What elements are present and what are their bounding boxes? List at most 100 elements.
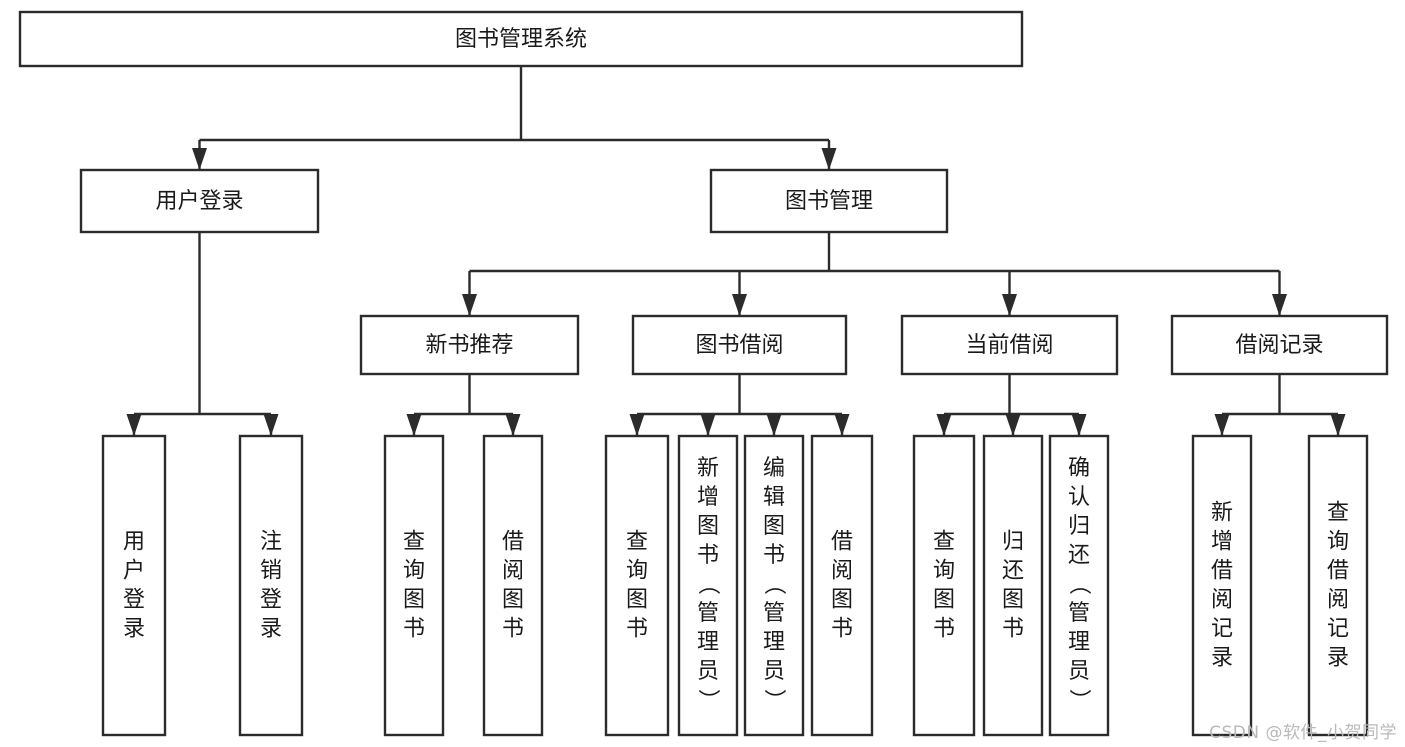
node-leaf-query-borrow-record-box[interactable] xyxy=(1307,434,1369,737)
svg-text:户: 户 xyxy=(123,558,145,583)
svg-text:注: 注 xyxy=(260,529,282,554)
arrow-head-icon xyxy=(406,414,422,436)
node-leaf-edit-book-admin-box[interactable] xyxy=(743,434,805,737)
arrow-head-icon xyxy=(732,294,747,316)
node-book-borrow-box[interactable] xyxy=(631,314,848,376)
node-current-borrow-label: 当前借阅 xyxy=(965,333,1053,358)
svg-text:）: ） xyxy=(695,689,720,711)
svg-text:图: 图 xyxy=(763,514,785,539)
node-leaf-logout-box[interactable] xyxy=(238,434,304,737)
svg-text:借: 借 xyxy=(831,529,853,554)
arrow-head-icon xyxy=(505,414,521,436)
node-root-box[interactable] xyxy=(18,10,1024,68)
node-leaf-query-book-1-box[interactable] xyxy=(383,434,445,737)
watermark-label: CSDN @软件_小贺同学 xyxy=(1209,723,1397,743)
svg-text:询: 询 xyxy=(403,558,425,583)
svg-text:书: 书 xyxy=(626,616,648,641)
svg-text:确: 确 xyxy=(1068,456,1090,481)
svg-text:认: 认 xyxy=(1068,485,1090,510)
arrow-head-icon xyxy=(1002,294,1017,316)
svg-text:录: 录 xyxy=(1211,645,1233,670)
svg-text:书: 书 xyxy=(403,616,425,641)
svg-text:图: 图 xyxy=(1002,587,1024,612)
svg-text:书: 书 xyxy=(1002,616,1024,641)
svg-text:员: 员 xyxy=(763,659,785,684)
svg-text:理: 理 xyxy=(1068,630,1090,655)
node-user-login-box[interactable] xyxy=(79,168,320,234)
svg-text:查: 查 xyxy=(1327,500,1349,525)
svg-text:管: 管 xyxy=(1068,601,1090,626)
nodes-layer: 图书管理系统用户登录图书管理新书推荐图书借阅当前借阅借阅记录用户登录注销登录查询… xyxy=(18,10,1389,737)
svg-text:记: 记 xyxy=(1211,616,1233,641)
svg-text:借: 借 xyxy=(502,529,524,554)
arrow-head-icon xyxy=(936,414,952,436)
node-borrow-record-label: 借阅记录 xyxy=(1235,333,1323,358)
svg-text:登: 登 xyxy=(260,587,282,612)
node-leaf-confirm-return-admin-box[interactable] xyxy=(1048,434,1110,737)
svg-text:理: 理 xyxy=(697,630,719,655)
svg-text:）: ） xyxy=(761,689,786,711)
svg-text:借: 借 xyxy=(1327,558,1349,583)
svg-text:阅: 阅 xyxy=(831,558,853,583)
svg-text:管: 管 xyxy=(763,601,785,626)
node-book-manage-box[interactable] xyxy=(709,168,949,234)
edges-layer xyxy=(126,66,1346,436)
node-leaf-query-book-3-box[interactable] xyxy=(912,434,976,737)
svg-text:（: （ xyxy=(695,573,720,595)
svg-text:理: 理 xyxy=(763,630,785,655)
node-user-login-label: 用户登录 xyxy=(155,189,243,214)
svg-text:询: 询 xyxy=(626,558,648,583)
arrow-head-icon xyxy=(766,414,782,436)
node-borrow-record-box[interactable] xyxy=(1170,314,1389,376)
svg-text:新: 新 xyxy=(697,456,719,481)
node-leaf-borrow-book-2-box[interactable] xyxy=(810,434,874,737)
svg-text:阅: 阅 xyxy=(1211,587,1233,612)
svg-text:图: 图 xyxy=(502,587,524,612)
node-leaf-add-book-admin-box[interactable] xyxy=(677,434,739,737)
svg-text:还: 还 xyxy=(1002,558,1024,583)
arrow-head-icon xyxy=(821,148,837,170)
svg-text:登: 登 xyxy=(123,587,145,612)
svg-text:新: 新 xyxy=(1211,500,1233,525)
svg-text:图: 图 xyxy=(933,587,955,612)
arrow-head-icon xyxy=(834,414,850,436)
node-leaf-return-book-box[interactable] xyxy=(982,434,1044,737)
svg-text:书: 书 xyxy=(831,616,853,641)
svg-text:（: （ xyxy=(761,573,786,595)
svg-text:归: 归 xyxy=(1002,529,1024,554)
svg-text:书: 书 xyxy=(697,543,719,568)
node-leaf-user-login-label: 用户登录 xyxy=(123,529,145,641)
node-new-book-recommend-box[interactable] xyxy=(359,314,580,376)
node-leaf-add-borrow-record-box[interactable] xyxy=(1191,434,1253,737)
svg-text:图: 图 xyxy=(626,587,648,612)
arrow-head-icon xyxy=(126,414,142,436)
node-leaf-user-login-box[interactable] xyxy=(101,434,167,737)
node-leaf-query-book-2-box[interactable] xyxy=(604,434,670,737)
arrow-head-icon xyxy=(263,414,279,436)
svg-text:（: （ xyxy=(1066,573,1091,595)
svg-text:销: 销 xyxy=(260,558,282,583)
arrow-head-icon xyxy=(1330,414,1346,436)
svg-text:录: 录 xyxy=(1327,645,1349,670)
node-current-borrow-box[interactable] xyxy=(900,314,1119,376)
arrow-head-icon xyxy=(629,414,645,436)
node-new-book-recommend-label: 新书推荐 xyxy=(425,333,513,358)
svg-text:管: 管 xyxy=(697,601,719,626)
svg-text:归: 归 xyxy=(1068,514,1090,539)
arrow-head-icon xyxy=(1071,414,1087,436)
svg-text:编: 编 xyxy=(763,456,785,481)
svg-text:记: 记 xyxy=(1327,616,1349,641)
svg-text:员: 员 xyxy=(1068,659,1090,684)
svg-text:阅: 阅 xyxy=(502,558,524,583)
svg-text:询: 询 xyxy=(1327,529,1349,554)
svg-text:辑: 辑 xyxy=(763,485,785,510)
node-leaf-borrow-book-1-box[interactable] xyxy=(482,434,544,737)
